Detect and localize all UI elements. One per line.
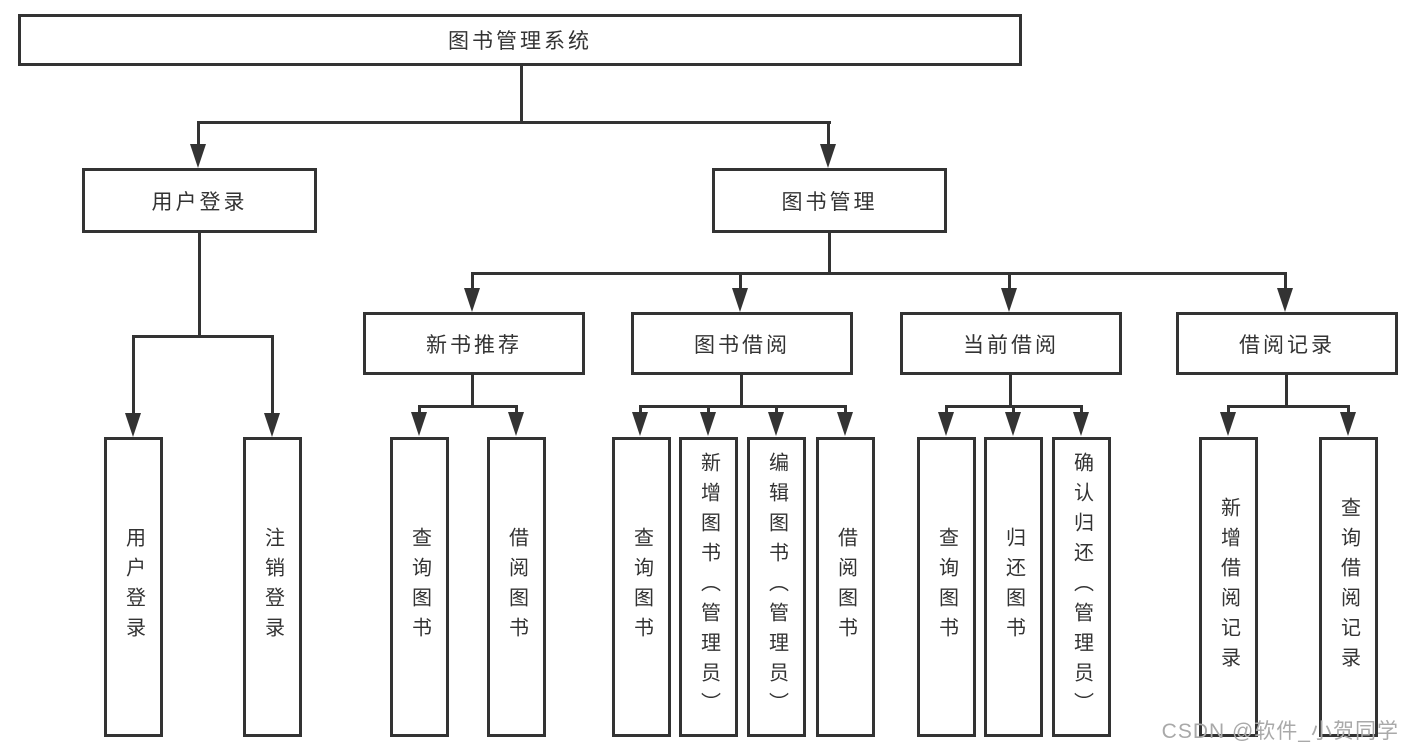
arrow-down-icon	[1073, 412, 1089, 436]
edge-currentborrow-stem	[1009, 375, 1012, 405]
arrow-down-icon	[508, 412, 524, 436]
node-user-login: 用户登录	[82, 168, 317, 233]
node-leaf-query-book-3-label: 查询图书	[935, 527, 958, 647]
node-leaf-borrow-book-1: 借阅图书	[487, 437, 546, 737]
edge-borrowrecord-drop	[1347, 405, 1350, 415]
edge-newbook-drop	[515, 405, 518, 415]
node-leaf-add-record-label: 新增借阅记录	[1217, 497, 1240, 677]
arrow-down-icon	[1340, 412, 1356, 436]
node-book-borrow-label: 图书借阅	[694, 333, 790, 357]
arrow-down-icon	[820, 144, 836, 168]
edge-bookborrow-drop	[844, 405, 847, 415]
node-leaf-logout: 注销登录	[243, 437, 302, 737]
node-leaf-borrow-book-2-label: 借阅图书	[834, 527, 857, 647]
node-leaf-add-book-label: 新增图书（管理员）	[697, 452, 720, 722]
arrow-down-icon	[632, 412, 648, 436]
arrow-down-icon	[190, 144, 206, 168]
node-user-login-label: 用户登录	[151, 190, 248, 214]
arrow-down-icon	[938, 412, 954, 436]
edge-currentborrow-drop	[1080, 405, 1083, 415]
edge-userlogin-stem	[198, 233, 201, 335]
edge-bookborrow-drop	[775, 405, 778, 415]
edge-borrowrecord-bar	[1227, 405, 1350, 408]
node-leaf-logout-label: 注销登录	[261, 527, 284, 647]
arrow-down-icon	[1220, 412, 1236, 436]
edge-bookborrow-drop	[639, 405, 642, 415]
arrow-down-icon	[264, 413, 280, 437]
arrow-down-icon	[125, 413, 141, 437]
arrow-down-icon	[464, 288, 480, 312]
arrow-down-icon	[837, 412, 853, 436]
node-leaf-user-login-label: 用户登录	[122, 527, 145, 647]
node-leaf-query-book-1: 查询图书	[390, 437, 449, 737]
node-leaf-query-record: 查询借阅记录	[1319, 437, 1378, 737]
arrow-down-icon	[732, 288, 748, 312]
node-leaf-query-book-1-label: 查询图书	[408, 527, 431, 647]
watermark: CSDN @软件_小贺同学	[1161, 720, 1399, 743]
edge-borrowrecord-stem	[1285, 375, 1288, 405]
edge-userlogin-drop	[271, 335, 274, 413]
node-leaf-edit-book-label: 编辑图书（管理员）	[765, 452, 788, 722]
node-leaf-borrow-book-1-label: 借阅图书	[505, 527, 528, 647]
edge-bookmgmt-drop	[1008, 272, 1011, 290]
edge-bookborrow-drop	[707, 405, 710, 415]
node-leaf-edit-book: 编辑图书（管理员）	[747, 437, 806, 737]
arrow-down-icon	[1001, 288, 1017, 312]
edge-root-stem	[520, 66, 523, 121]
node-leaf-add-record: 新增借阅记录	[1199, 437, 1258, 737]
node-root-label: 图书管理系统	[448, 30, 592, 53]
node-borrow-record: 借阅记录	[1176, 312, 1398, 375]
arrow-down-icon	[1277, 288, 1293, 312]
edge-bookmgmt-bar	[471, 272, 1286, 275]
arrow-down-icon	[768, 412, 784, 436]
edge-userlogin-drop	[132, 335, 135, 413]
node-current-borrow: 当前借阅	[900, 312, 1122, 375]
node-new-book: 新书推荐	[363, 312, 585, 375]
node-new-book-label: 新书推荐	[426, 333, 522, 357]
edge-borrowrecord-drop	[1227, 405, 1230, 415]
node-book-mgmt: 图书管理	[712, 168, 947, 233]
node-borrow-record-label: 借阅记录	[1239, 333, 1335, 357]
edge-currentborrow-drop	[1012, 405, 1015, 415]
node-leaf-query-book-2-label: 查询图书	[630, 527, 653, 647]
node-book-mgmt-label: 图书管理	[781, 190, 878, 214]
edge-bookmgmt-drop	[739, 272, 742, 290]
edge-bookmgmt-drop	[1284, 272, 1287, 290]
node-leaf-user-login: 用户登录	[104, 437, 163, 737]
edge-bookmgmt-drop	[471, 272, 474, 290]
edge-newbook-bar	[418, 405, 518, 408]
node-leaf-add-book: 新增图书（管理员）	[679, 437, 738, 737]
edge-bookmgmt-stem	[828, 233, 831, 272]
edge-root-drop-left	[197, 121, 200, 147]
edge-bookborrow-bar	[639, 405, 847, 408]
edge-root-bar	[197, 121, 831, 124]
edge-userlogin-bar	[132, 335, 273, 338]
node-book-borrow: 图书借阅	[631, 312, 853, 375]
node-current-borrow-label: 当前借阅	[963, 333, 1059, 357]
edge-currentborrow-drop	[945, 405, 948, 415]
node-leaf-borrow-book-2: 借阅图书	[816, 437, 875, 737]
node-root: 图书管理系统	[18, 14, 1022, 66]
node-leaf-return-book: 归还图书	[984, 437, 1043, 737]
edge-newbook-drop	[418, 405, 421, 415]
edge-root-drop-right	[827, 121, 830, 147]
node-leaf-return-book-label: 归还图书	[1002, 527, 1025, 647]
arrow-down-icon	[700, 412, 716, 436]
edge-newbook-stem	[471, 375, 474, 405]
node-leaf-query-book-2: 查询图书	[612, 437, 671, 737]
node-leaf-confirm-return: 确认归还（管理员）	[1052, 437, 1111, 737]
node-leaf-query-record-label: 查询借阅记录	[1337, 497, 1360, 677]
arrow-down-icon	[1005, 412, 1021, 436]
arrow-down-icon	[411, 412, 427, 436]
node-leaf-query-book-3: 查询图书	[917, 437, 976, 737]
edge-bookborrow-stem	[740, 375, 743, 405]
node-leaf-confirm-return-label: 确认归还（管理员）	[1070, 452, 1093, 722]
